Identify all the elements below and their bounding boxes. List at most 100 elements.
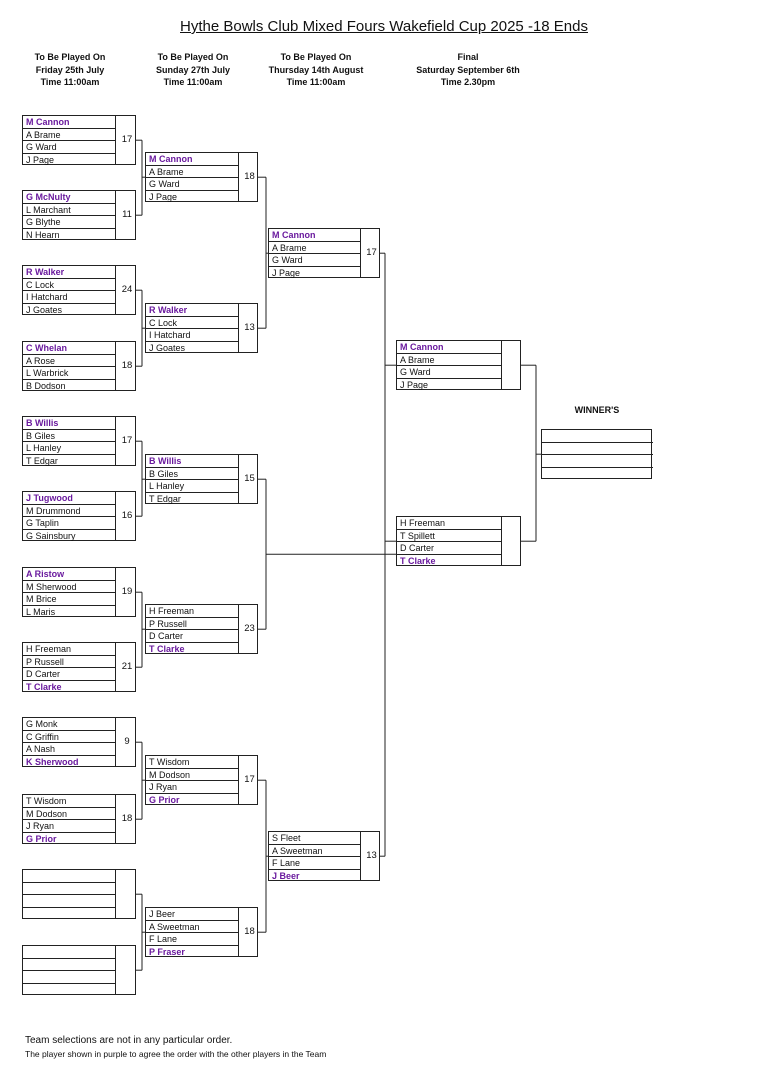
- page-title: Hythe Bowls Club Mixed Fours Wakefield C…: [180, 18, 588, 35]
- team-player: C Lock: [23, 279, 115, 292]
- score-cell: [115, 946, 137, 995]
- score-cell: [115, 870, 137, 919]
- team-box: [541, 429, 653, 481]
- team-player: D Carter: [397, 542, 501, 555]
- team-captain: M Cannon: [146, 153, 238, 166]
- round-header-line: Time 11:00am: [286, 77, 346, 87]
- team-captain: B Willis: [146, 455, 238, 468]
- team-captain: T Clarke: [400, 555, 436, 566]
- round-header-line: Saturday September 6th: [416, 64, 520, 75]
- team-player: [542, 443, 653, 456]
- team-score: 18: [244, 926, 255, 938]
- team-score: 24: [121, 284, 133, 296]
- team-captain: M Cannon: [269, 229, 360, 242]
- team-score: 13: [244, 322, 255, 334]
- team-player: I Hatchard: [146, 329, 238, 342]
- team-player: P Russell: [23, 656, 115, 669]
- team-captain: G Prior: [26, 833, 57, 844]
- round-header-line: Sunday 27th July: [155, 64, 231, 75]
- score-cell: 21: [115, 643, 137, 692]
- team-player: G Ward: [23, 141, 115, 154]
- team-captain: J Beer: [272, 870, 300, 881]
- team-player: H Freeman: [146, 605, 238, 618]
- team-player: N Hearn: [26, 229, 60, 240]
- team-score: 23: [244, 623, 255, 635]
- team-player: J Ryan: [146, 781, 238, 794]
- team-player: J Beer: [146, 908, 238, 921]
- team-player: A Nash: [23, 743, 115, 756]
- team-captain: R Walker: [146, 304, 238, 317]
- team-player: G Monk: [23, 718, 115, 731]
- score-cell: 15: [238, 455, 259, 504]
- score-cell: 18: [238, 153, 259, 202]
- team-player: D Carter: [23, 668, 115, 681]
- team-player: [23, 883, 115, 896]
- team-box: [22, 869, 137, 920]
- score-cell: 17: [360, 229, 381, 278]
- score-cell: 18: [238, 908, 259, 957]
- team-captain: M Cannon: [397, 341, 501, 354]
- team-player: T Edgar: [26, 455, 58, 466]
- team-captain: P Fraser: [149, 946, 185, 957]
- team-player: H Freeman: [23, 643, 115, 656]
- team-player: A Rose: [23, 355, 115, 368]
- team-player: [23, 959, 115, 972]
- score-cell: 16: [115, 492, 137, 541]
- round-header-line: To Be Played On: [280, 52, 352, 62]
- team-captain: B Willis: [23, 417, 115, 430]
- round-header-line: Final: [457, 52, 479, 62]
- team-score: 11: [122, 209, 132, 221]
- team-player: P Russell: [146, 618, 238, 631]
- round-header-line: Friday 25th July: [35, 64, 105, 75]
- team-player: G Ward: [397, 366, 501, 379]
- round-header-line: Time 2.30pm: [440, 77, 496, 87]
- team-player: L Hanley: [23, 442, 115, 455]
- team-player: F Lane: [146, 933, 238, 946]
- team-score: 21: [121, 661, 133, 673]
- score-cell: 17: [238, 756, 259, 805]
- team-player: [542, 468, 653, 481]
- score-cell: [501, 341, 522, 390]
- team-player: J Goates: [26, 304, 63, 315]
- score-cell: 11: [115, 191, 137, 240]
- team-player: S Fleet: [269, 832, 360, 845]
- score-cell: 19: [115, 568, 137, 617]
- team-player: C Griffin: [23, 731, 115, 744]
- team-captain: A Ristow: [23, 568, 115, 581]
- team-player: G Sainsbury: [26, 530, 76, 541]
- team-score: 13: [366, 850, 377, 862]
- round-header-line: To Be Played On: [157, 52, 229, 62]
- team-captain: G Prior: [149, 794, 180, 805]
- team-player: A Sweetman: [269, 845, 360, 858]
- team-player: G Ward: [146, 178, 238, 191]
- team-player: [23, 971, 115, 984]
- team-player: J Page: [149, 191, 178, 202]
- team-player: I Hatchard: [23, 291, 115, 304]
- score-cell: 18: [115, 795, 137, 844]
- score-cell: 23: [238, 605, 259, 654]
- round-header-line: Time 11:00am: [163, 77, 223, 87]
- round-header-line: Thursday 14th August: [268, 64, 364, 75]
- team-captain: J Tugwood: [23, 492, 115, 505]
- score-cell: 18: [115, 342, 137, 391]
- round-header-2: To Be Played On Sunday 27th July Time 11…: [123, 51, 263, 89]
- team-player: L Maris: [26, 606, 56, 617]
- round-header-line: Time 11:00am: [40, 77, 100, 87]
- team-player: A Brame: [397, 354, 501, 367]
- team-score: 15: [244, 473, 255, 485]
- team-player: [542, 455, 653, 468]
- team-captain: K Sherwood: [26, 756, 79, 767]
- team-player: [23, 946, 115, 959]
- team-player: J Page: [26, 154, 55, 165]
